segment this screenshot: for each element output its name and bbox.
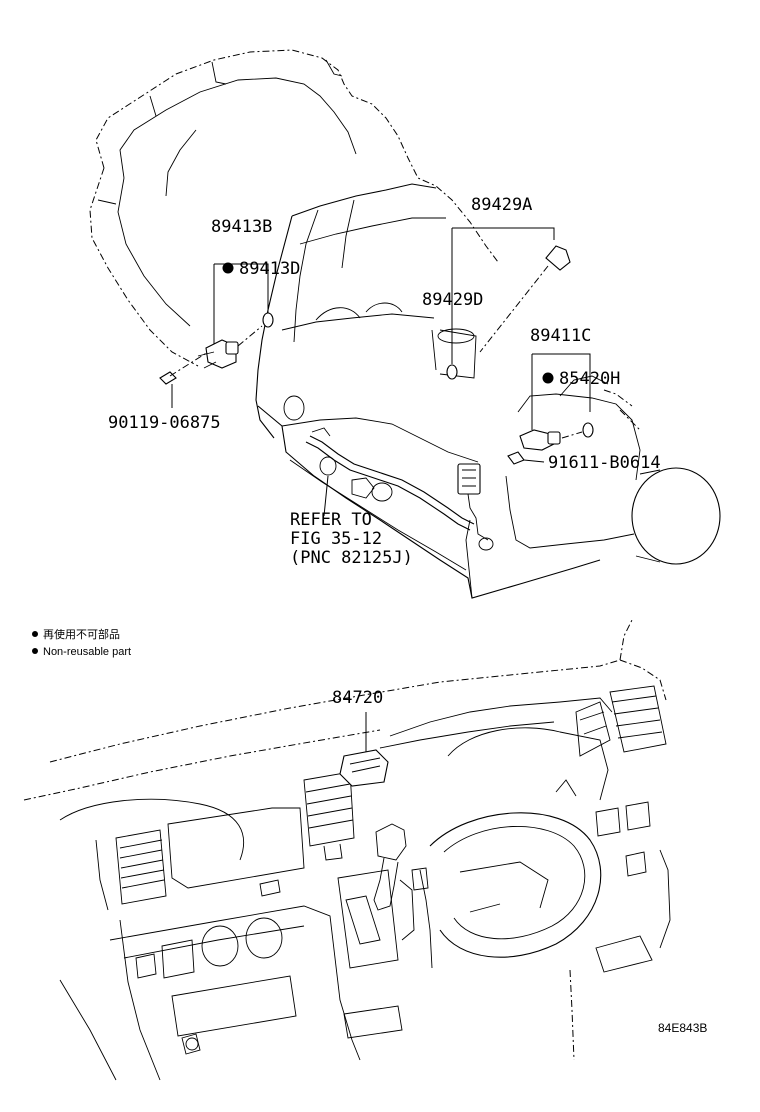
gear-shifter: [337, 823, 407, 969]
non-reusable-dot: [222, 262, 234, 274]
label-85420H: 85420H: [559, 369, 620, 389]
label-90119-06875: 90119-06875: [108, 413, 221, 433]
label-91611-B0614: 91611-B0614: [548, 453, 661, 473]
right-air-vent: [609, 685, 667, 753]
refer-note-line2: FIG 35-12: [290, 529, 382, 549]
legend: 再使用不可部品 Non-reusable part: [32, 627, 131, 658]
refer-note-line1: REFER TO: [290, 510, 372, 530]
non-reusable-dot: [542, 372, 554, 384]
transmission-drawing: [89, 49, 721, 599]
legend-dot: [32, 648, 38, 654]
dashboard-drawing: [23, 619, 671, 1081]
speed-sensor-right: [507, 353, 594, 465]
figure-code: 84E843B: [658, 1021, 707, 1035]
switch-84720: [339, 712, 389, 787]
label-89411C: 89411C: [530, 326, 591, 346]
legend-english: Non-reusable part: [43, 646, 131, 658]
label-89429A: 89429A: [471, 195, 532, 215]
legend-japanese: 再使用不可部品: [43, 627, 120, 641]
center-air-vent: [303, 771, 355, 861]
label-84720: 84720: [332, 688, 383, 708]
speed-sensor-top: [446, 227, 571, 380]
label-89413B: 89413B: [211, 217, 272, 237]
speed-sensor-left: [159, 263, 274, 408]
left-air-vent: [115, 829, 167, 905]
label-89429D: 89429D: [422, 290, 483, 310]
refer-note-line3: (PNC 82125J): [290, 548, 413, 568]
refer-leader: [323, 475, 329, 517]
label-89413D: 89413D: [239, 259, 300, 279]
steering-wheel: [429, 779, 602, 958]
legend-dot: [32, 631, 38, 637]
